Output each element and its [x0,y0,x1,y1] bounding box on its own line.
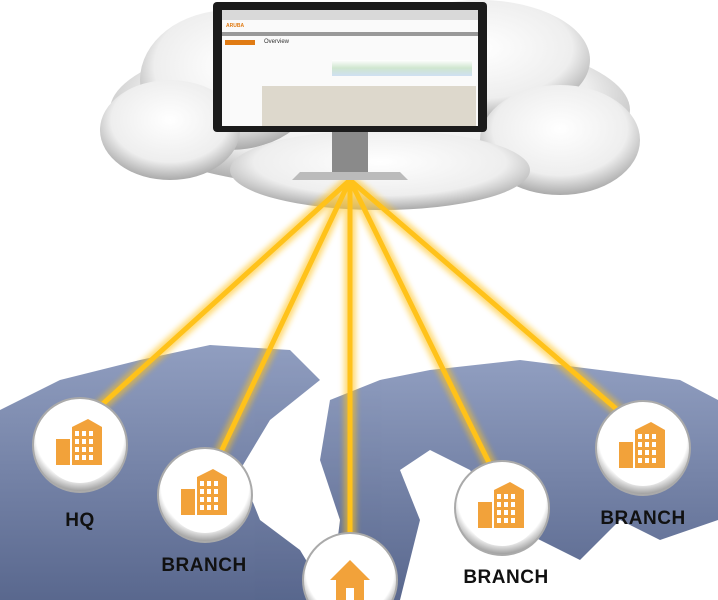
network-links [79,174,641,561]
building-icon [56,419,102,465]
monitor-screen: ARUBA Overview [222,10,478,126]
site-label-hq: HQ [65,510,95,531]
location-map [262,86,476,126]
site-label-branch-2: BRANCH [463,567,549,588]
site-node-4 [595,400,691,496]
site-node-2 [302,532,398,600]
building-icon [181,469,227,515]
site-node-0 [32,397,128,493]
browser-bar [222,10,478,20]
nav-bar [222,32,478,36]
building-icon [619,422,665,468]
building-icon [478,482,524,528]
site-node-3 [454,460,550,556]
brand-logo: ARUBA [226,23,245,29]
home-icon [330,560,370,600]
usage-chart [332,60,472,76]
page-title: Overview [264,39,290,45]
sidebar-active-item [225,40,255,45]
site-label-branch-1: BRANCH [161,555,247,576]
site-label-branch-3: BRANCH [600,508,686,529]
site-node-1 [157,447,253,543]
